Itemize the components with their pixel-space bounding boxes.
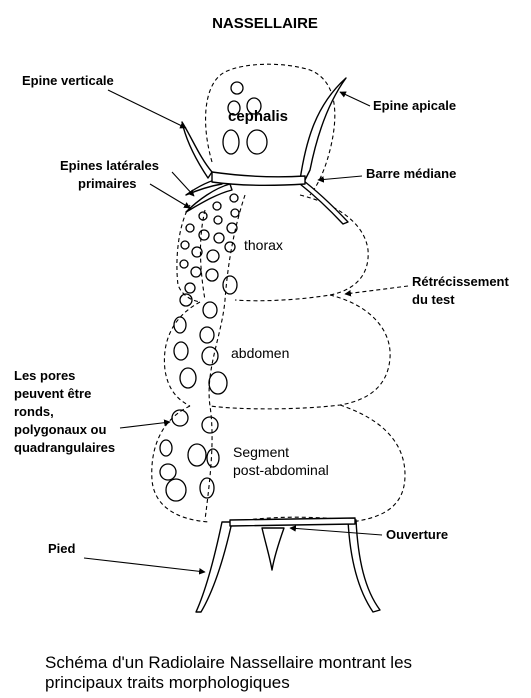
label-ouverture: Ouverture (386, 527, 448, 542)
arrow-epine-verticale (108, 90, 186, 128)
label-pied: Pied (48, 541, 76, 556)
lateral-spine-lower (186, 184, 232, 212)
abdomen-label: abdomen (231, 345, 289, 361)
arrow-epines-laterales-1 (172, 172, 194, 196)
arrow-retrecissement (345, 286, 408, 294)
median-bar (212, 172, 305, 185)
cephalis-label: cephalis (228, 108, 288, 125)
diagram-title: NASSELLAIRE (212, 15, 318, 32)
arrow-epine-apicale (340, 92, 370, 106)
label-barre-mediane: Barre médiane (366, 166, 456, 181)
label-pores-3: ronds, (14, 404, 54, 419)
vertical-spine (182, 122, 212, 178)
apical-spine (300, 78, 346, 180)
label-pores-1: Les pores (14, 368, 75, 383)
arrow-epines-laterales-2 (150, 184, 190, 208)
label-epines-laterales-1: Epines latérales (60, 158, 159, 173)
arrow-barre-mediane (318, 176, 362, 180)
label-epine-apicale: Epine apicale (373, 98, 456, 113)
label-pores-2: peuvent être (14, 386, 91, 401)
arrow-pores (120, 422, 170, 428)
arrow-ouverture (290, 528, 382, 535)
label-pores-5: quadrangulaires (14, 440, 115, 455)
segment-label-line2: post-abdominal (233, 462, 329, 478)
arrow-pied (84, 558, 205, 572)
label-pores-4: polygonaux ou (14, 422, 107, 437)
label-epines-laterales-2: primaires (78, 176, 137, 191)
label-epine-verticale: Epine verticale (22, 73, 114, 88)
thorax-outline (177, 205, 200, 302)
left-foot (196, 522, 232, 612)
central-spine (262, 528, 284, 570)
segment-pores (160, 410, 219, 501)
opening-rim (230, 518, 355, 526)
segment-label-line1: Segment (233, 444, 289, 460)
apical-spine-lower (300, 178, 348, 224)
segment-right-outline (340, 405, 405, 522)
abdomen-pores (174, 294, 227, 394)
thorax-label: thorax (244, 237, 283, 253)
label-retrecissement-1: Rétrécissement (412, 274, 509, 289)
caption-line2: principaux traits morphologiques (45, 673, 290, 692)
label-retrecissement-2: du test (412, 292, 455, 307)
caption-line1: Schéma d'un Radiolaire Nassellaire montr… (45, 653, 412, 672)
